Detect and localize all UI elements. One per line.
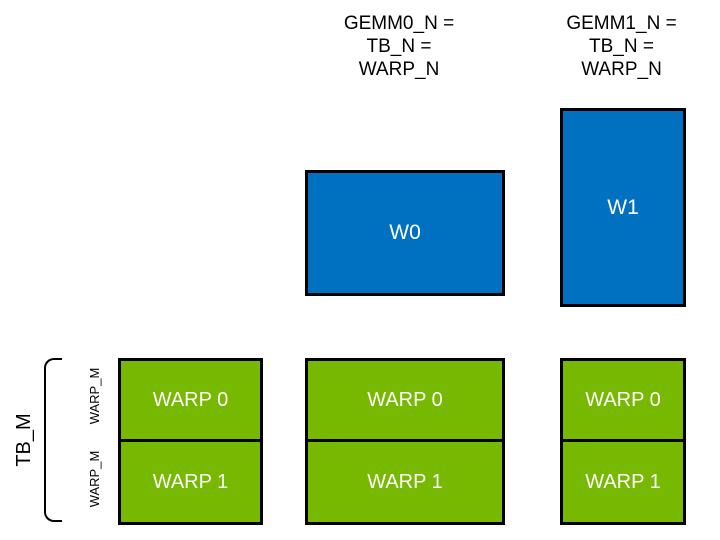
accumulator-box-w1-label: W1 [607, 195, 639, 219]
gemm1-header-line3: WARP_N [581, 59, 662, 80]
warp-stack-right: WARP 0 WARP 1 [560, 358, 686, 525]
accumulator-box-w1: W1 [560, 108, 686, 307]
gemm1-dimension-header: GEMM1_N = TB_N = WARP_N [529, 12, 714, 81]
warp-tile: WARP 1 [118, 439, 263, 525]
warp-tile: WARP 0 [560, 358, 686, 442]
gemm0-header-line1: GEMM0_N = [343, 13, 455, 34]
accumulator-box-w0-label: W0 [389, 221, 421, 244]
warp-tile: WARP 0 [118, 358, 263, 442]
tb-m-bracket [44, 358, 62, 522]
warp-tile: WARP 1 [305, 439, 505, 525]
warp-m-label-top: WARP_M [87, 367, 102, 425]
warp-tile: WARP 1 [560, 439, 686, 525]
tb-m-label: TB_M [13, 413, 35, 467]
gemm0-dimension-header: GEMM0_N = TB_N = WARP_N [299, 12, 499, 81]
warp-stack-left: WARP 0 WARP 1 [118, 358, 263, 525]
gemm0-header-line2: TB_N = [366, 36, 432, 57]
gemm1-header-line2: TB_N = [589, 36, 654, 57]
warp-m-label-bottom: WARP_M [87, 450, 102, 508]
warp-stack-middle: WARP 0 WARP 1 [305, 358, 505, 525]
gemm1-header-line1: GEMM1_N = [566, 13, 677, 34]
gemm0-header-line3: WARP_N [358, 59, 440, 80]
accumulator-box-w0: W0 [305, 170, 505, 296]
warp-tile: WARP 0 [305, 358, 505, 442]
